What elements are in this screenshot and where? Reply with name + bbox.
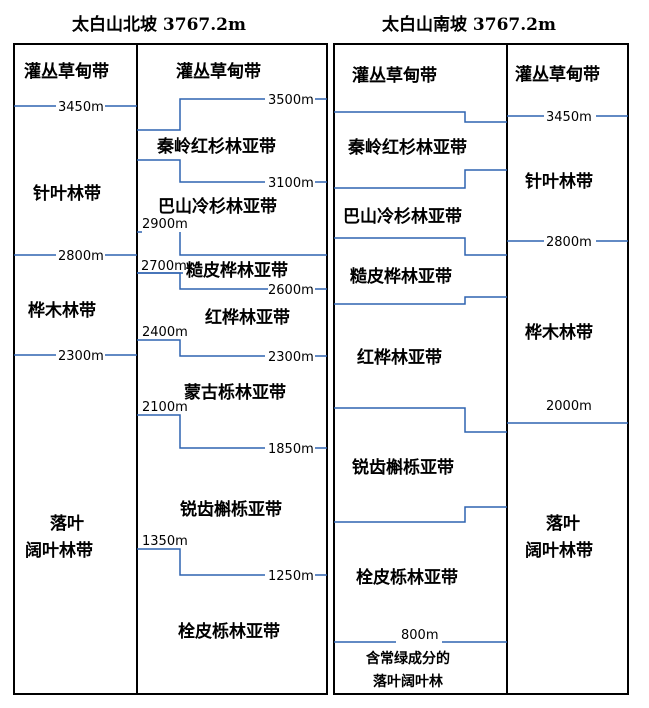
north-subbelt-boundary-label: 3500m <box>268 93 314 108</box>
north-belt-boundary-label: 2300m <box>58 349 104 364</box>
south-subbelt-cork-oak: 栓皮栎林亚带 <box>356 567 458 588</box>
south-belt-boundary-label: 3450m <box>546 110 592 125</box>
north-subbelt-boundary-label: 3100m <box>268 176 314 191</box>
north-subbelt-boundary-label: 2300m <box>268 350 314 365</box>
south-subbelt-larch: 秦岭红杉林亚带 <box>348 137 467 158</box>
south-subbelt-rough-birch: 糙皮桦林亚带 <box>350 266 452 287</box>
north-subbelt-cork-oak: 栓皮栎林亚带 <box>178 621 280 642</box>
north-belt-boundaries <box>14 105 137 356</box>
north-subbelt-red-birch: 红桦林亚带 <box>205 307 290 328</box>
south-slope-frame <box>333 43 629 695</box>
south-subbelt-mixed-line2: 落叶阔叶林 <box>373 673 443 690</box>
south-slope-title: 太白山南坡 3767.2m <box>382 14 556 35</box>
south-subbelt-boundaries <box>334 111 507 643</box>
south-subbelt-mixed-line1: 含常绿成分的 <box>366 650 450 667</box>
south-belt-shrub: 灌丛草甸带 <box>515 64 600 85</box>
north-subbelt-boundary-label: 2700m <box>141 259 187 274</box>
south-belt-boundary-label: 2000m <box>546 399 592 414</box>
north-subbelt-boundary-label: 1350m <box>142 534 188 549</box>
south-subbelt-boundary-label: 800m <box>401 628 438 643</box>
south-subbelt-fir: 巴山冷杉林亚带 <box>343 206 462 227</box>
north-subbelt-boundary-label: 2400m <box>142 325 188 340</box>
north-subbelt-boundary-label: 1250m <box>268 569 314 584</box>
north-subbelt-fir: 巴山冷杉林亚带 <box>158 196 277 217</box>
north-belt-boundary-label: 2800m <box>58 249 104 264</box>
north-subbelt-sharp-oak: 锐齿槲栎亚带 <box>180 499 282 520</box>
south-belt-boundary-label: 2800m <box>546 235 592 250</box>
north-subbelt-boundary-label: 1850m <box>268 442 314 457</box>
south-belt-boundaries <box>507 115 628 424</box>
north-subbelt-shrub: 灌丛草甸带 <box>176 61 261 82</box>
north-belt-broadleaf-line1: 落叶 <box>50 514 84 534</box>
south-subbelt-red-birch: 红桦林亚带 <box>357 347 442 368</box>
north-subbelt-boundary-label: 2900m <box>142 217 188 232</box>
north-belt-conifer: 针叶林带 <box>33 183 101 204</box>
south-belt-birch: 桦木林带 <box>525 322 593 343</box>
south-subbelt-shrub: 灌丛草甸带 <box>352 65 437 86</box>
north-belt-broadleaf-line2: 阔叶林带 <box>25 540 93 561</box>
south-belt-broadleaf-line1: 落叶 <box>546 514 580 534</box>
north-belt-boundary-label: 3450m <box>58 100 104 115</box>
south-belt-conifer: 针叶林带 <box>525 171 593 192</box>
north-subbelt-larch: 秦岭红杉林亚带 <box>157 136 276 157</box>
north-slope-title: 太白山北坡 3767.2m <box>72 14 246 35</box>
north-subbelt-mongolian-oak: 蒙古栎林亚带 <box>184 382 286 403</box>
north-subbelt-rough-birch: 糙皮桦林亚带 <box>186 260 288 281</box>
north-slope-frame <box>13 43 328 695</box>
north-belt-shrub: 灌丛草甸带 <box>24 61 109 82</box>
north-belt-birch: 桦木林带 <box>28 300 96 321</box>
south-belt-broadleaf-line2: 阔叶林带 <box>525 540 593 561</box>
north-subbelt-boundaries <box>137 98 327 576</box>
south-subbelt-sharp-oak: 锐齿槲栎亚带 <box>352 457 454 478</box>
north-subbelt-boundary-label: 2100m <box>142 400 188 415</box>
north-subbelt-boundary-label: 2600m <box>268 283 314 298</box>
